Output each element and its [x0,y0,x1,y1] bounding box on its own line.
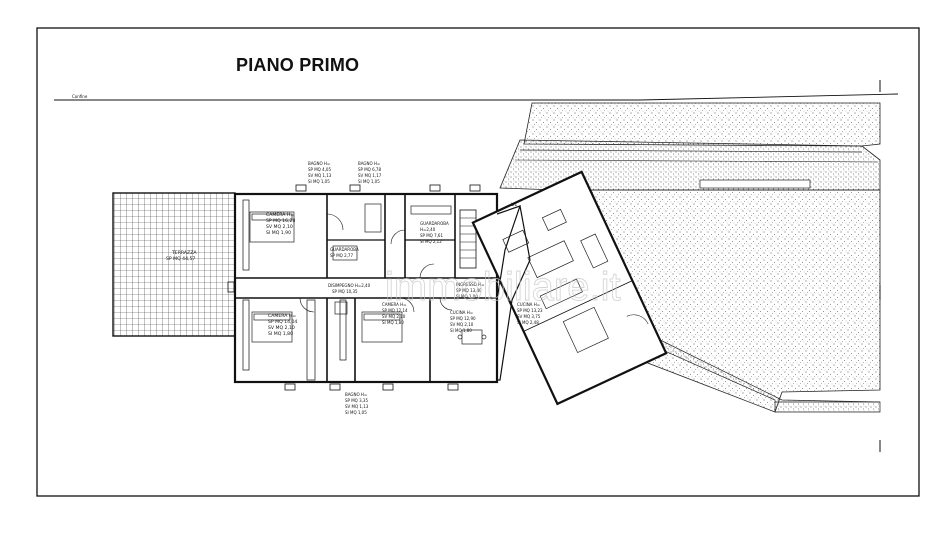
soggiorno-label-2: SV MQ 3,75 [517,314,541,319]
ingresso-label-2: SI MQ 1,00 [456,294,478,299]
bagno2-label-1: SP MQ 6,78 [358,167,381,172]
entrance-hall [496,205,531,381]
guardaroba2-label-1: H=2,40 [420,227,436,232]
terrace [112,192,236,337]
boundary-label: Confine [72,94,88,99]
camera2-label-1: SP MQ 14,04 [268,319,297,325]
cucina-label-3: SI MQ 1,80 [450,328,472,333]
terrace-label-0: TERRAZZA [171,250,197,256]
ingresso-label-0: INGRESSO H= [456,282,484,287]
garden-upper-strip [523,102,881,147]
window-markers [227,184,481,391]
furniture [249,203,487,345]
door-tag-u1: U1 [511,202,517,208]
guardaroba2-label-3: SI MQ 2,12 [420,239,442,244]
garden-bench [699,179,811,189]
soggiorno-label-1: SP MQ 13,23 [517,308,543,313]
bagno1-label-0: BAGNO H= [308,161,330,166]
bagno1-label-2: SV MQ 1,13 [308,173,332,178]
bagno3-label-1: SP MQ 3,35 [345,398,368,403]
house-walls [233,192,499,384]
living-wing [471,170,668,406]
disimpegno-label-1: SP MQ 10,35 [332,289,358,294]
plan-title: PIANO PRIMO [236,55,360,75]
bagno2-label-3: SI MQ 1,05 [358,179,380,184]
sheet-border [36,27,920,497]
bagno3-label-0: BAGNO H= [345,392,367,397]
bagno2-label-2: SV MQ 1,17 [358,173,382,178]
guardaroba2-label-2: SP MQ 7,61 [420,233,443,238]
bagno2-label-0: BAGNO H= [358,161,380,166]
disimpegno-label-0: DISIMPEGNO H=2,40 [328,283,371,288]
cucina-label-0: CUCINA H= [450,310,473,315]
boundary-line: Confine [54,80,899,452]
guardaroba1-label-0: GUARDAROBA [330,247,359,252]
camera3-label-0: CAMERA H= [382,302,407,307]
room-labels: TERRAZZA SP MQ 44,57 CAMERA H= SP MQ 16,… [166,161,543,415]
camera3-label-2: SV MQ 2,10 [382,314,406,319]
cucina-label-2: SV MQ 2,10 [450,322,474,327]
bagno1-label-1: SP MQ 4,05 [308,167,331,172]
ingresso-label-1: SP MQ 13,40 [456,288,482,293]
bagno3-label-2: SV MQ 1,13 [345,404,369,409]
bagno3-label-3: SI MQ 1,05 [345,410,367,415]
camera2-label-0: CAMERA H= [268,313,296,319]
guardaroba1-label-1: SP MQ 2,77 [330,253,353,258]
camera1-label-2: SV MQ 2,10 [266,224,293,230]
camera3-label-1: SP MQ 12,14 [382,308,408,313]
soggiorno-label-0: CUCINA H= [517,302,540,307]
soggiorno-label-3: SI MQ 2,48 [517,320,539,325]
camera2-label-2: SV MQ 2,10 [268,325,295,331]
cucina-label-1: SP MQ 12,90 [450,316,476,321]
guardaroba2-label-0: GUARDAROBA [420,221,449,226]
watermark: immobiliare.it [385,265,621,309]
camera2-label-3: SI MQ 1,80 [268,331,293,337]
camera1-label-0: CAMERA H= [266,212,294,218]
camera1-label-3: SI MQ 1,90 [266,230,291,236]
camera1-label-1: SP MQ 16,28 [266,218,295,224]
bagno1-label-3: SI MQ 1,05 [308,179,330,184]
terrace-label-1: SP MQ 44,57 [166,256,195,262]
camera3-label-3: SI MQ 1,80 [382,320,404,325]
